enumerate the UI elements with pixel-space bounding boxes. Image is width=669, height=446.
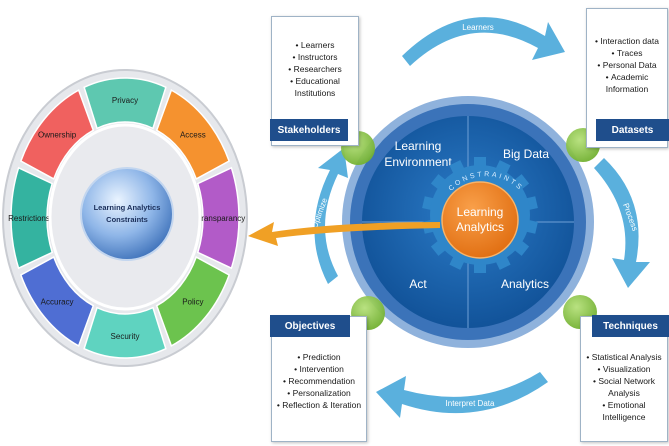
datasets-list: Interaction data Traces Personal Data Ac… xyxy=(587,35,667,95)
center-label-line2: Analytics xyxy=(456,220,504,234)
objectives-list: Prediction Intervention Recommendation P… xyxy=(272,351,366,411)
quadrant-act: Act xyxy=(409,277,427,291)
wheel-segment-restrictions xyxy=(10,166,54,270)
datasets-title: Datasets xyxy=(596,119,669,141)
wheel-segment-label: Policy xyxy=(182,297,203,306)
arrow-interpret-data xyxy=(376,372,548,418)
stakeholders-title: Stakeholders xyxy=(270,119,348,141)
wheel-segment-label: Restrictions xyxy=(8,214,50,223)
techniques-list: Statistical Analysis Visualization Socia… xyxy=(581,351,667,423)
list-item: Interaction data xyxy=(587,35,667,47)
arrow-learners xyxy=(402,17,565,66)
list-item: Academic Information xyxy=(587,71,667,95)
list-item: Traces xyxy=(587,47,667,59)
list-item: Visualization xyxy=(581,363,667,375)
wheel-segment-security xyxy=(83,306,167,359)
techniques-box: Statistical Analysis Visualization Socia… xyxy=(580,316,668,442)
arrow-optimize-label: Optimize xyxy=(310,196,329,229)
wheel-segment-ownership xyxy=(19,89,95,181)
arrow-interpret-label: Interpret Data xyxy=(446,399,495,408)
wheel-hub xyxy=(80,167,174,261)
quadrant-analytics: Analytics xyxy=(501,277,549,291)
wheel-segment-privacy xyxy=(83,77,167,130)
arrow-process xyxy=(594,158,650,288)
arrow-learners-label: Learners xyxy=(462,23,494,32)
wheel-segment-label: Transparancy xyxy=(197,214,246,223)
list-item: Educational Institutions xyxy=(272,75,358,99)
quadrant-big-data: Big Data xyxy=(503,147,549,161)
wheel-hub-label-2: Constraints xyxy=(106,215,148,224)
objectives-title: Objectives xyxy=(270,315,350,337)
list-item: Personal Data xyxy=(587,59,667,71)
constraints-gear: CONSTRAINTS Learning Analytics xyxy=(422,157,538,273)
objectives-box: Prediction Intervention Recommendation P… xyxy=(271,316,367,442)
list-item: Emotional Intelligence xyxy=(581,399,667,423)
list-item: Researchers xyxy=(272,63,358,75)
list-item: Prediction xyxy=(272,351,366,363)
quadrant-learning-environment-line2: Environment xyxy=(384,155,452,169)
cycle-arrows: Learners Process Interpret Data Optimize xyxy=(310,17,650,418)
list-item: Intervention xyxy=(272,363,366,375)
list-item: Reflection & Iteration xyxy=(272,399,366,411)
center-learning-analytics xyxy=(441,181,519,259)
wheel-segment-policy xyxy=(155,255,231,347)
center-label-line1: Learning xyxy=(457,205,504,219)
wheel-segment-label: Accuracy xyxy=(41,297,74,306)
arrow-optimize xyxy=(314,148,348,284)
quadrant-learning-environment-line1: Learning xyxy=(395,139,442,153)
wheel-segment-label: Privacy xyxy=(112,96,138,105)
stakeholders-list: Learners Instructors Researchers Educati… xyxy=(272,39,358,99)
list-item: Personalization xyxy=(272,387,366,399)
wheel-segment-access xyxy=(155,89,231,181)
list-item: Learners xyxy=(272,39,358,51)
list-item: Instructors xyxy=(272,51,358,63)
list-item: Statistical Analysis xyxy=(581,351,667,363)
techniques-title: Techniques xyxy=(592,315,669,337)
arrow-to-constraints xyxy=(248,222,440,246)
wheel-segment-label: Access xyxy=(180,131,206,140)
wheel-segment-accuracy xyxy=(19,255,95,347)
wheel-segment-label: Security xyxy=(111,332,140,341)
list-item: Recommendation xyxy=(272,375,366,387)
wheel-hub-label-1: Learning Analytics xyxy=(94,203,161,212)
wheel-segment-label: Ownership xyxy=(38,131,77,140)
list-item: Social Network Analysis xyxy=(581,375,667,399)
wheel-segment-transparancy xyxy=(196,166,240,270)
